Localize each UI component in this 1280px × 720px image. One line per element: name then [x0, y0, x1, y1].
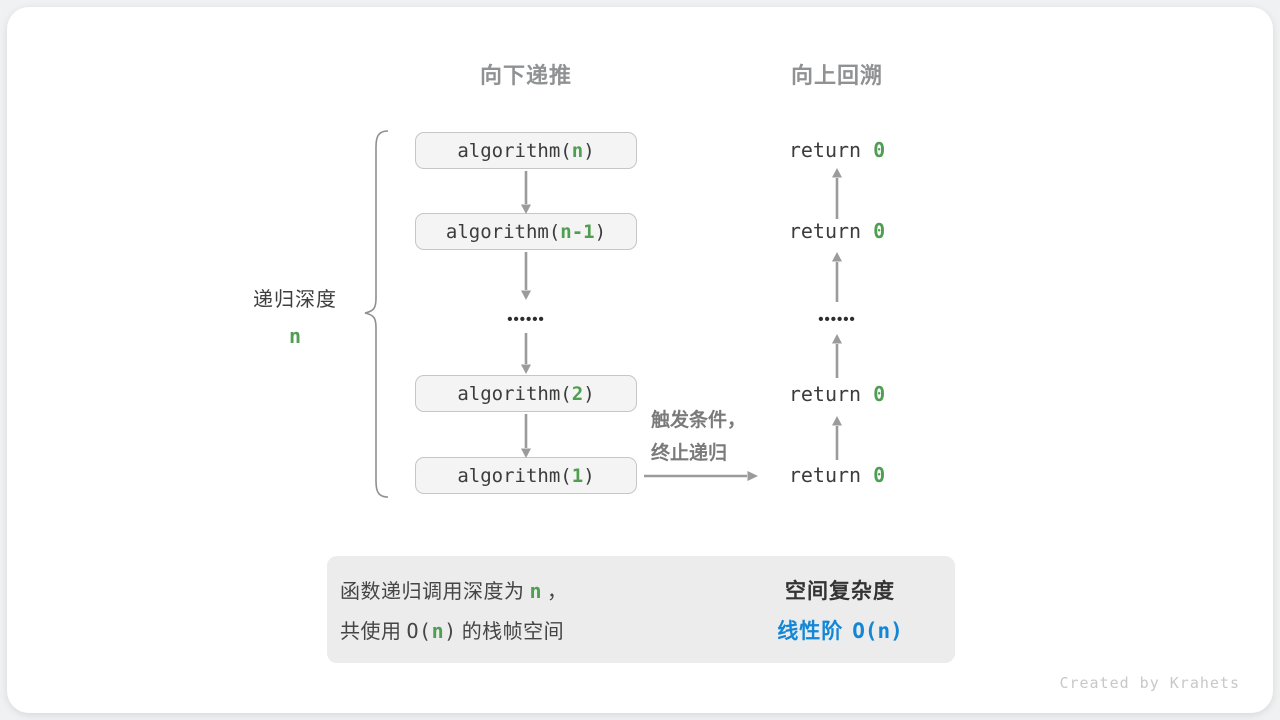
summary-text: 函数递归调用深度为: [340, 581, 525, 603]
call-box-algorithm-n: algorithm(n): [415, 132, 637, 169]
depth-label-text: 递归深度: [253, 289, 337, 311]
return-keyword: return: [788, 219, 874, 243]
header-backtrack-up: 向上回溯: [790, 63, 883, 88]
linear-order-label: 线性阶: [777, 620, 844, 643]
summary-text: ，: [547, 581, 568, 603]
big-o-n: O(n): [852, 619, 903, 643]
summary-big-o-close: ): [444, 619, 457, 643]
call-arg: 1: [571, 464, 584, 487]
summary-panel: [327, 556, 955, 663]
call-box-algorithm-2: algorithm(2): [415, 375, 637, 412]
depth-value: n: [288, 324, 302, 348]
recursion-depth-label: 递归深度 n: [225, 283, 365, 348]
return-keyword: return: [788, 463, 874, 487]
return-value: 0: [873, 138, 886, 162]
return-value: 0: [873, 219, 886, 243]
summary-var-n: n: [529, 579, 543, 603]
return-keyword: return: [788, 382, 874, 406]
call-box-algorithm-n-1: algorithm(n-1): [415, 213, 637, 250]
call-fn: algorithm(: [457, 382, 572, 405]
return-statement: return 0: [757, 138, 917, 162]
header-recurse-down: 向下递推: [479, 63, 572, 88]
return-value: 0: [873, 463, 886, 487]
summary-text: 的栈帧空间: [461, 621, 565, 643]
return-statement: return 0: [757, 382, 917, 406]
call-fn: algorithm(: [457, 139, 572, 162]
call-box-algorithm-1: algorithm(1): [415, 457, 637, 494]
summary-text: 共使用: [340, 621, 402, 643]
summary-big-o-open: O(: [406, 619, 432, 643]
termination-note: 触发条件， 终止递归: [651, 404, 746, 470]
call-arg: 2: [571, 382, 584, 405]
call-arg: n: [571, 139, 584, 162]
credit-text: Created by Krahets: [1059, 674, 1240, 692]
termination-note-line2: 终止递归: [651, 443, 728, 464]
call-fn: algorithm(: [445, 220, 561, 243]
space-complexity-result: 线性阶 O(n): [742, 615, 938, 645]
return-statement: return 0: [757, 463, 917, 487]
ellipsis-return-column: ••••••: [818, 311, 856, 328]
call-close: ): [594, 220, 607, 243]
call-close: ): [583, 464, 595, 487]
termination-note-line1: 触发条件，: [651, 410, 747, 431]
return-keyword: return: [788, 138, 874, 162]
call-close: ): [583, 139, 595, 162]
call-arg: n-1: [560, 220, 595, 243]
summary-right-text: 空间复杂度 线性阶 O(n): [742, 575, 938, 645]
call-fn: algorithm(: [457, 464, 572, 487]
space-complexity-title: 空间复杂度: [785, 580, 895, 603]
ellipsis-recurse-column: ••••••: [507, 311, 545, 328]
call-close: ): [583, 382, 595, 405]
summary-big-o: O(n): [407, 619, 457, 643]
return-value: 0: [873, 382, 886, 406]
return-statement: return 0: [757, 219, 917, 243]
summary-var-n: n: [431, 619, 445, 643]
